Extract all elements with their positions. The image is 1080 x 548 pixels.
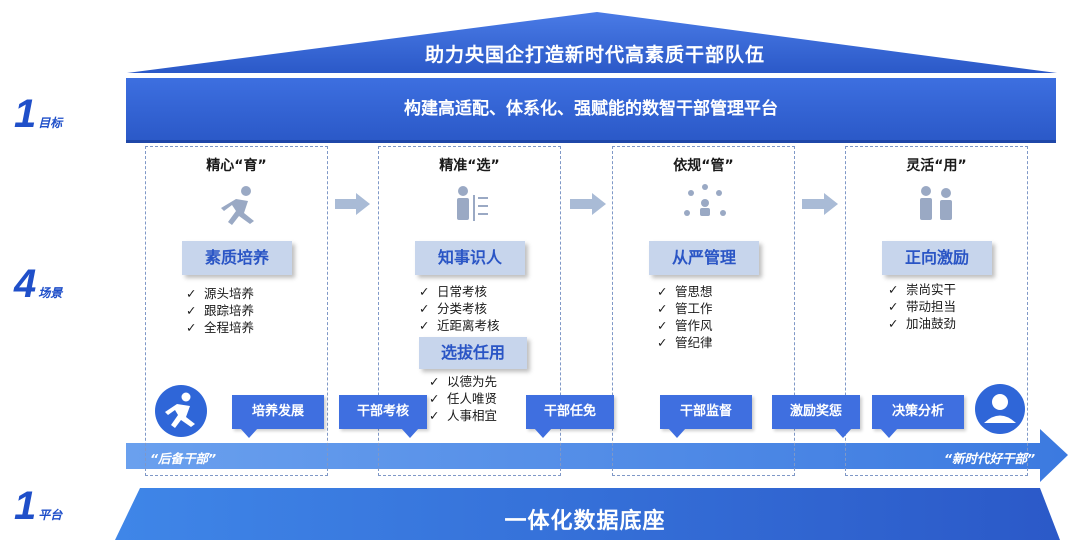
list-item: 日常考核 xyxy=(419,283,500,300)
scene-title: 灵活“用” xyxy=(906,158,967,174)
goal-banner: 构建高适配、体系化、强赋能的数智干部管理平台 xyxy=(126,78,1056,143)
platform-base xyxy=(115,488,1060,540)
list-item: 任人唯贤 xyxy=(429,390,497,407)
callout-decision-analysis: 决策分析 xyxy=(872,395,964,438)
checklist-manage: 管思想 管工作 管作风 管纪律 xyxy=(657,283,713,351)
roof-shape xyxy=(127,12,1057,73)
callout-cadre-supervision: 干部监督 xyxy=(660,395,752,438)
platform-title: 一体化数据底座 xyxy=(504,509,666,534)
list-item: 近距离考核 xyxy=(419,317,500,334)
scene-use: 灵活“用” 正向激励 崇尚实干 带动担当 加油鼓劲 xyxy=(845,146,1028,476)
person-checklist-icon xyxy=(457,186,488,221)
tag-know-people: 知事识人 xyxy=(415,241,525,275)
checklist-use: 崇尚实干 带动担当 加油鼓劲 xyxy=(888,281,956,332)
flow-end-label: “新时代好干部” xyxy=(944,451,1036,466)
list-item: 管纪律 xyxy=(657,334,713,351)
flow-start-label: “后备干部” xyxy=(150,451,217,466)
scene-manage: 依规“管” 从严管理 管思想 管工作 管作风 管纪律 xyxy=(612,146,795,476)
list-item: 全程培养 xyxy=(186,319,254,336)
tag-selection-appointment: 选拔任用 xyxy=(419,337,527,369)
tag-positive-incentive: 正向激励 xyxy=(882,241,992,275)
scene-title: 精准“选” xyxy=(439,158,500,174)
list-item: 加油鼓劲 xyxy=(888,315,956,332)
running-person-icon xyxy=(221,186,254,225)
list-item: 以德为先 xyxy=(429,373,497,390)
tag-quality-training: 素质培养 xyxy=(182,241,292,275)
flow-arrow xyxy=(126,429,1068,482)
list-item: 跟踪培养 xyxy=(186,302,254,319)
callout-incentive-discipline: 激励奖惩 xyxy=(772,395,860,438)
list-item: 管思想 xyxy=(657,283,713,300)
two-people-icon xyxy=(920,186,952,220)
callout-cadre-appointment: 干部任免 xyxy=(526,395,614,438)
team-circle-icon xyxy=(684,184,726,216)
list-item: 人事相宜 xyxy=(429,407,497,424)
goal-top-title: 助力央国企打造新时代高素质干部队伍 xyxy=(424,44,765,66)
scene-title: 依规“管” xyxy=(673,158,734,174)
callout-training-development: 培养发展 xyxy=(232,395,324,438)
list-item: 带动担当 xyxy=(888,298,956,315)
list-item: 分类考核 xyxy=(419,300,500,317)
list-item: 崇尚实干 xyxy=(888,281,956,298)
checklist-selection: 以德为先 任人唯贤 人事相宜 xyxy=(429,373,497,424)
list-item: 管作风 xyxy=(657,317,713,334)
checklist-assessment: 日常考核 分类考核 近距离考核 xyxy=(419,283,500,334)
scene-select: 精准“选” 知事识人 日常考核 分类考核 近距离考核 选拔任用 以德为先 任人唯… xyxy=(378,146,561,476)
step-arrows xyxy=(335,193,838,215)
scene-title: 精心“育” xyxy=(206,158,267,174)
tag-strict-management: 从严管理 xyxy=(649,241,759,275)
list-item: 管工作 xyxy=(657,300,713,317)
checklist-cultivate: 源头培养 跟踪培养 全程培养 xyxy=(186,285,254,336)
scene-cultivate: 精心“育” 素质培养 源头培养 跟踪培养 全程培养 xyxy=(145,146,328,476)
callout-cadre-assessment: 干部考核 xyxy=(339,395,427,438)
list-item: 源头培养 xyxy=(186,285,254,302)
